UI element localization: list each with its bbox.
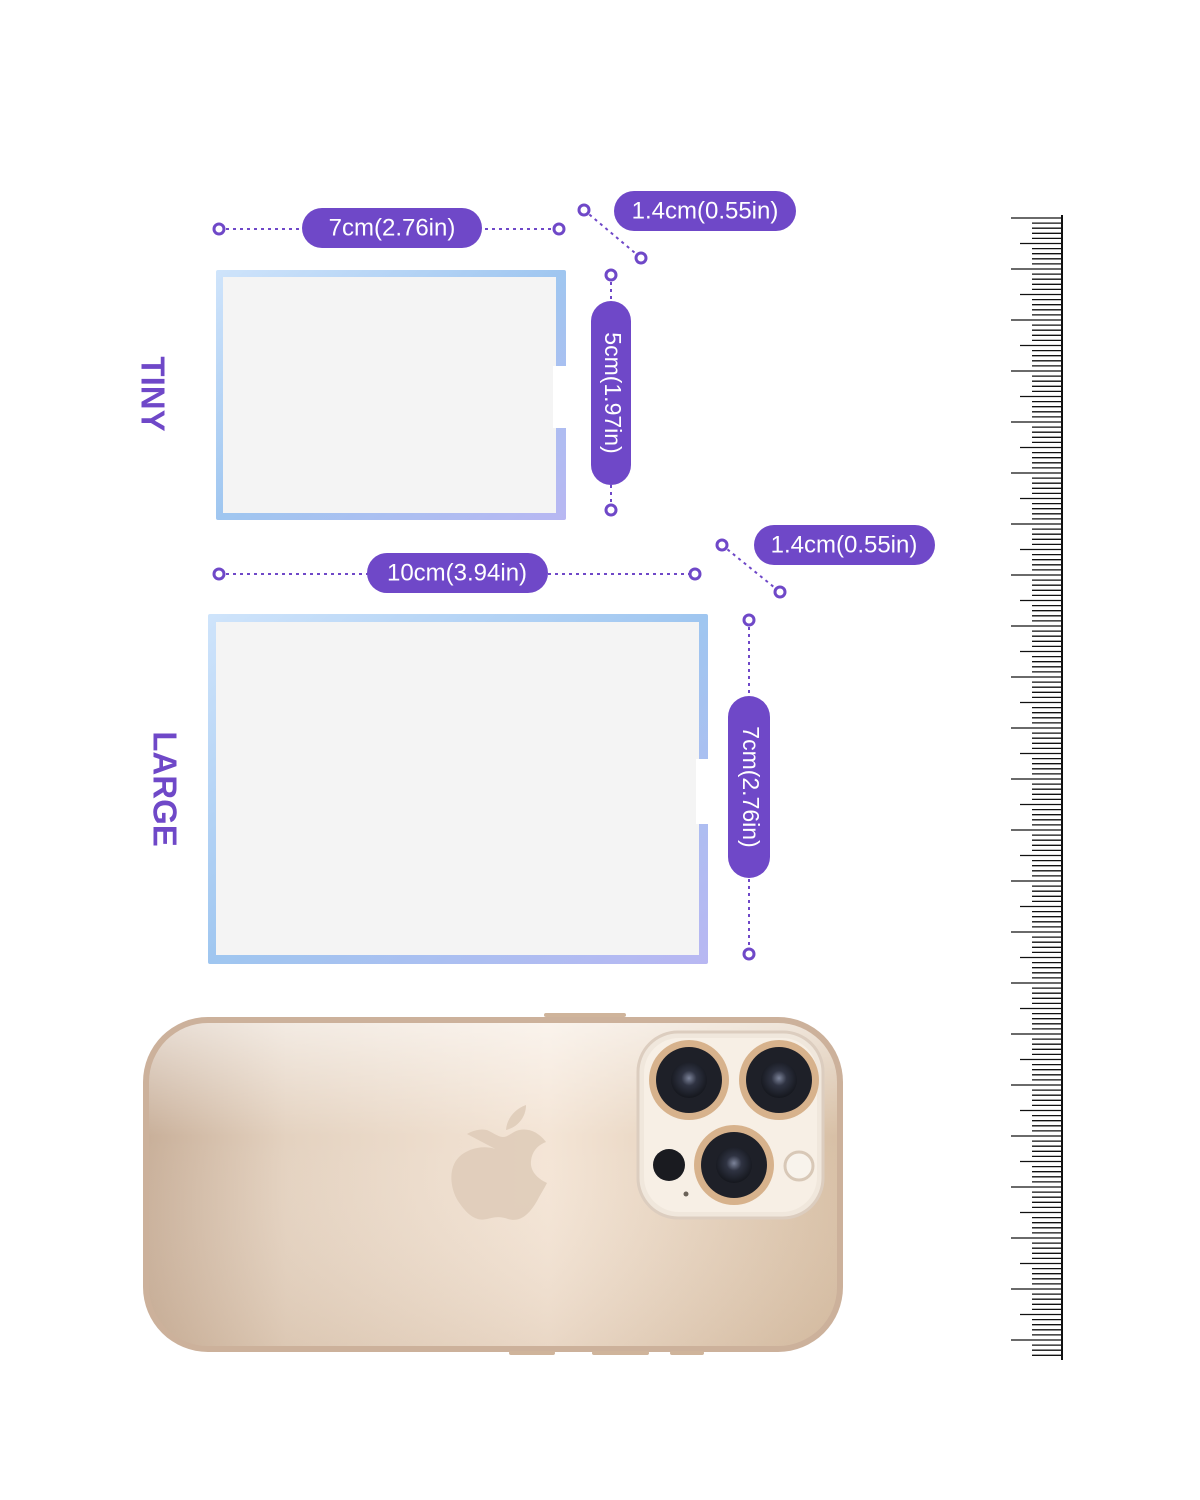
large-depth-dotted-line — [721, 544, 781, 593]
tiny-label: TINY — [134, 356, 171, 431]
phone-top-button — [544, 1013, 626, 1017]
tiny-depth-pill-bg — [614, 191, 796, 231]
tiny-height-end-dot — [604, 503, 618, 517]
tiny-side-slot — [553, 366, 568, 428]
tiny-height-pill: 5cm(1.97in) — [591, 301, 631, 485]
large-height-pill-bg — [728, 696, 770, 878]
tiny-card — [223, 277, 556, 513]
phone-bottom-button-1 — [509, 1351, 555, 1355]
tiny-height-dimension: 5cm(1.97in) — [591, 268, 631, 517]
ruler-icon — [1011, 215, 1063, 1360]
large-width-dimension: 10cm(3.94in) — [212, 553, 702, 593]
large-side-slot — [696, 759, 711, 824]
tiny-depth-end-dot — [634, 251, 648, 265]
large-height-pill: 7cm(2.76in) — [728, 696, 770, 878]
apple-logo-icon — [451, 1129, 547, 1220]
large-height-start-dot — [742, 613, 756, 627]
large-width-start-dot — [212, 567, 226, 581]
large-depth-value: 1.4cm(0.55in) — [771, 531, 918, 558]
tiny-width-pill-bg — [302, 208, 482, 248]
tiny-width-dimension: 7cm(2.76in) — [212, 208, 566, 248]
large-width-end-dot — [688, 567, 702, 581]
phone-bottom-button-3 — [670, 1351, 704, 1355]
large-width-value: 10cm(3.94in) — [387, 559, 527, 586]
large-depth-pill-bg — [754, 525, 935, 565]
large-depth-dimension: 1.4cm(0.55in) — [715, 525, 935, 599]
tiny-depth-dimension: 1.4cm(0.55in) — [577, 191, 796, 265]
tiny-height-start-dot — [604, 268, 618, 282]
large-card — [216, 622, 699, 955]
large-section: LARGE 10cm(3.94in) 1.4cm(0.55in) — [146, 525, 935, 964]
tiny-height-pill-bg — [591, 301, 631, 485]
camera-lens-bottom-glass — [716, 1147, 752, 1183]
tiny-depth-pill: 1.4cm(0.55in) — [614, 191, 796, 231]
camera-lens-top-right-glass — [761, 1062, 797, 1098]
phone-bottom-button-2 — [592, 1351, 649, 1355]
large-height-dimension: 7cm(2.76in) — [728, 613, 770, 961]
large-width-pill-bg — [367, 553, 548, 593]
tiny-width-pill: 7cm(2.76in) — [302, 208, 482, 248]
tiny-depth-start-dot — [577, 203, 591, 217]
large-height-value: 7cm(2.76in) — [738, 726, 764, 847]
flash-icon — [783, 1150, 815, 1182]
large-height-end-dot — [742, 947, 756, 961]
tiny-depth-dotted-line — [583, 209, 642, 259]
apple-logo-leaf-icon — [506, 1105, 526, 1130]
tiny-depth-value: 1.4cm(0.55in) — [632, 197, 779, 224]
large-depth-end-dot — [773, 585, 787, 599]
tiny-width-value: 7cm(2.76in) — [329, 214, 456, 241]
tiny-height-value: 5cm(1.97in) — [600, 332, 626, 453]
microphone-icon — [683, 1191, 689, 1197]
large-depth-pill: 1.4cm(0.55in) — [754, 525, 935, 565]
tiny-section: TINY 7cm(2.76in) 1.4cm(0.55in) — [134, 191, 796, 520]
large-label: LARGE — [146, 731, 183, 847]
large-depth-start-dot — [715, 538, 729, 552]
phone-back-photo — [143, 1013, 843, 1355]
tiny-width-start-dot — [212, 222, 226, 236]
large-width-pill: 10cm(3.94in) — [367, 553, 548, 593]
camera-lens-top-left-glass — [671, 1062, 707, 1098]
lidar-sensor — [653, 1149, 685, 1181]
tiny-width-end-dot — [552, 222, 566, 236]
